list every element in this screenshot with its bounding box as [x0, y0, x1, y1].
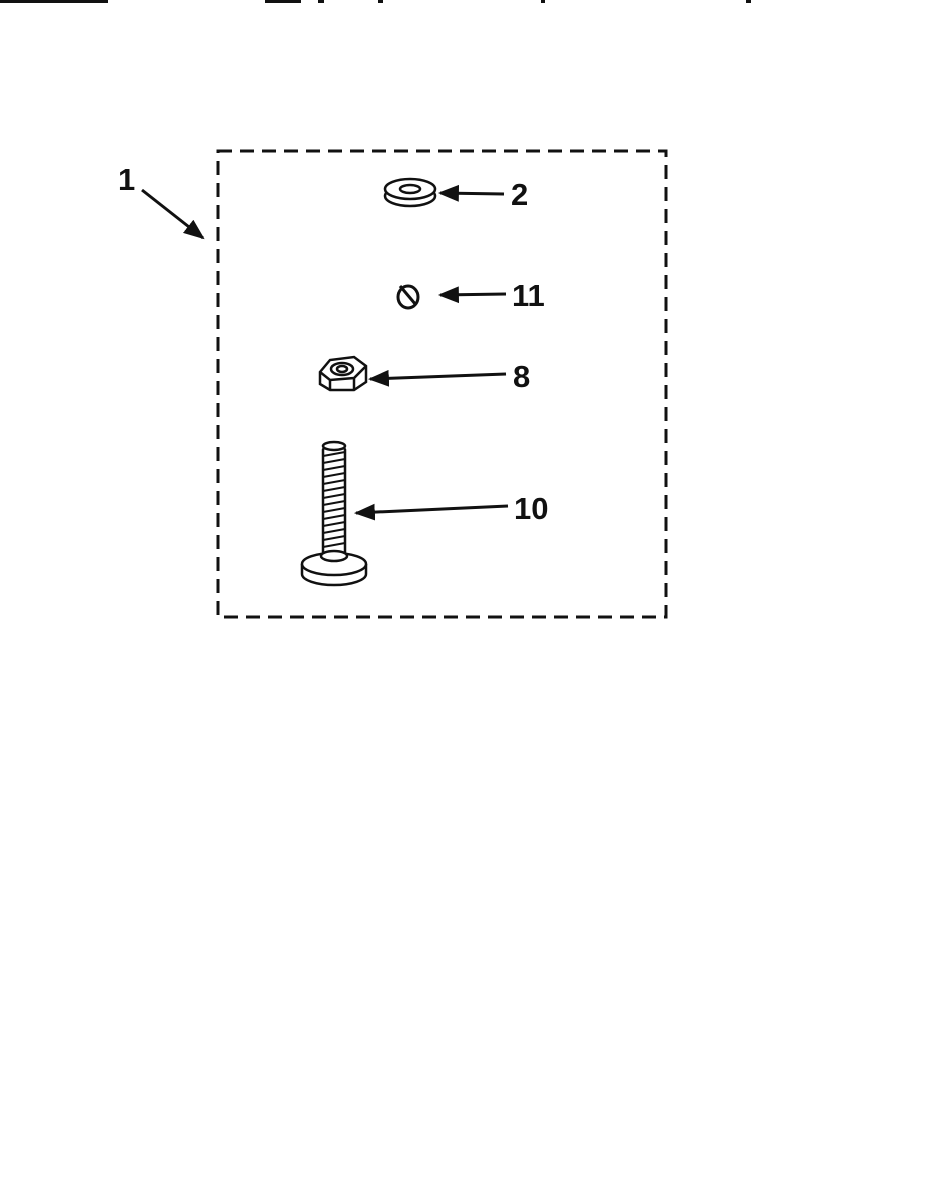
part-11-leader-arrow — [437, 286, 507, 304]
part-10-leader-arrow — [353, 503, 509, 521]
kit-leader-arrow — [141, 188, 205, 240]
part-2-leader-arrow — [437, 184, 505, 202]
hex-nut-icon — [318, 355, 368, 392]
kit-callout-label: 1 — [118, 162, 135, 197]
flat-washer-icon — [383, 177, 437, 208]
kit-dashed-border — [216, 149, 668, 619]
leveling-bolt-icon — [300, 440, 368, 587]
top-edge-artifacts — [0, 0, 751, 3]
part-11-callout-label: 11 — [512, 278, 545, 313]
lock-washer-icon — [396, 284, 420, 310]
part-8-leader-arrow — [367, 369, 507, 387]
part-2-callout-label: 2 — [511, 177, 528, 212]
part-8-callout-label: 8 — [513, 359, 530, 394]
part-10-callout-label: 10 — [514, 491, 548, 526]
